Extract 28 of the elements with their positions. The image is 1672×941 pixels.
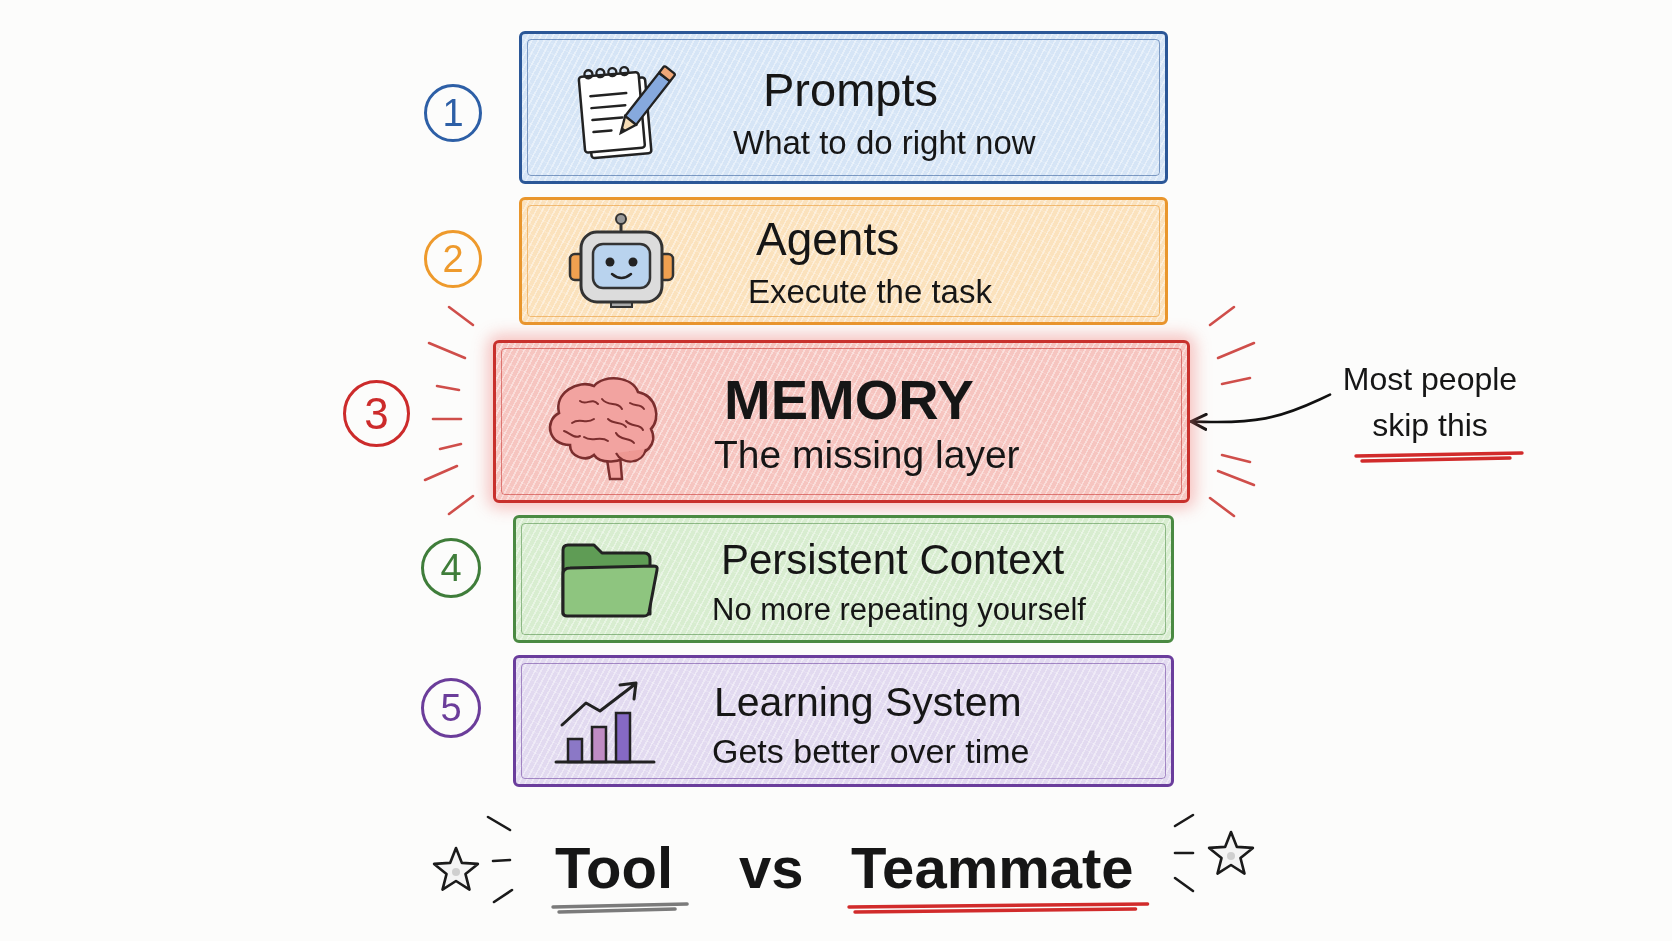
layer-subtitle: The missing layer	[714, 435, 1020, 474]
layer-subtitle: What to do right now	[733, 126, 1036, 159]
layer-box	[513, 515, 1174, 643]
number-circle	[343, 380, 410, 447]
layer-title: Learning System	[714, 682, 1022, 723]
tagline-text: vs	[739, 839, 804, 897]
arrow	[1189, 393, 1332, 431]
tagline-text: Tool	[555, 839, 674, 897]
step-number: 3	[364, 391, 389, 436]
layer-title: MEMORY	[724, 372, 974, 428]
number-circle	[421, 678, 481, 738]
number-circle	[421, 538, 481, 598]
layer-subtitle: No more repeating yourself	[712, 594, 1086, 625]
annotation-text: Most people skip this	[1330, 356, 1530, 448]
layer-box	[513, 655, 1174, 787]
layer-subtitle: Gets better over time	[712, 734, 1030, 768]
step-number: 4	[440, 549, 462, 587]
layer-title: Persistent Context	[721, 539, 1065, 581]
step-number: 1	[442, 94, 464, 132]
layer-box	[519, 31, 1168, 184]
number-circle	[424, 230, 482, 288]
step-number: 5	[440, 689, 462, 727]
step-number: 2	[442, 240, 464, 278]
layer-box	[493, 340, 1190, 503]
layer-subtitle: Execute the task	[748, 275, 992, 308]
layer-box	[519, 197, 1168, 325]
tagline-text: Teammate	[851, 839, 1134, 897]
number-circle	[424, 84, 482, 142]
